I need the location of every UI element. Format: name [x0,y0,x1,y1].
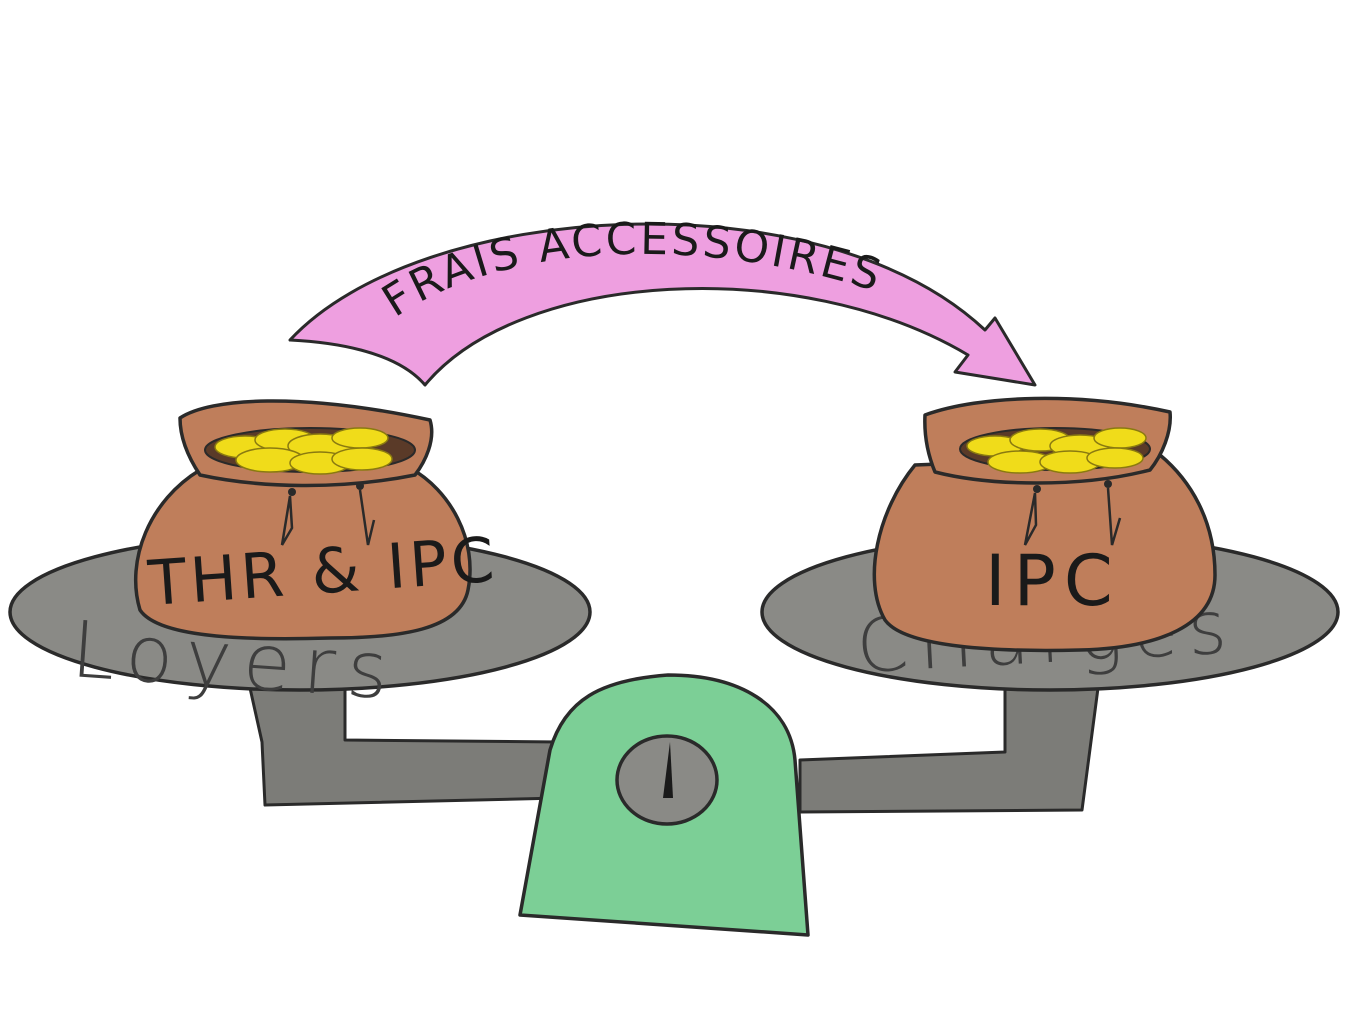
right-bag-label: IPC [985,540,1121,622]
dial-icon [615,734,719,826]
right-coins-icon [966,427,1147,474]
curved-arrow-icon [288,222,1037,387]
right-money-bag-icon [872,396,1217,653]
left-coins-icon [214,427,393,475]
left-money-bag-icon [133,399,472,641]
